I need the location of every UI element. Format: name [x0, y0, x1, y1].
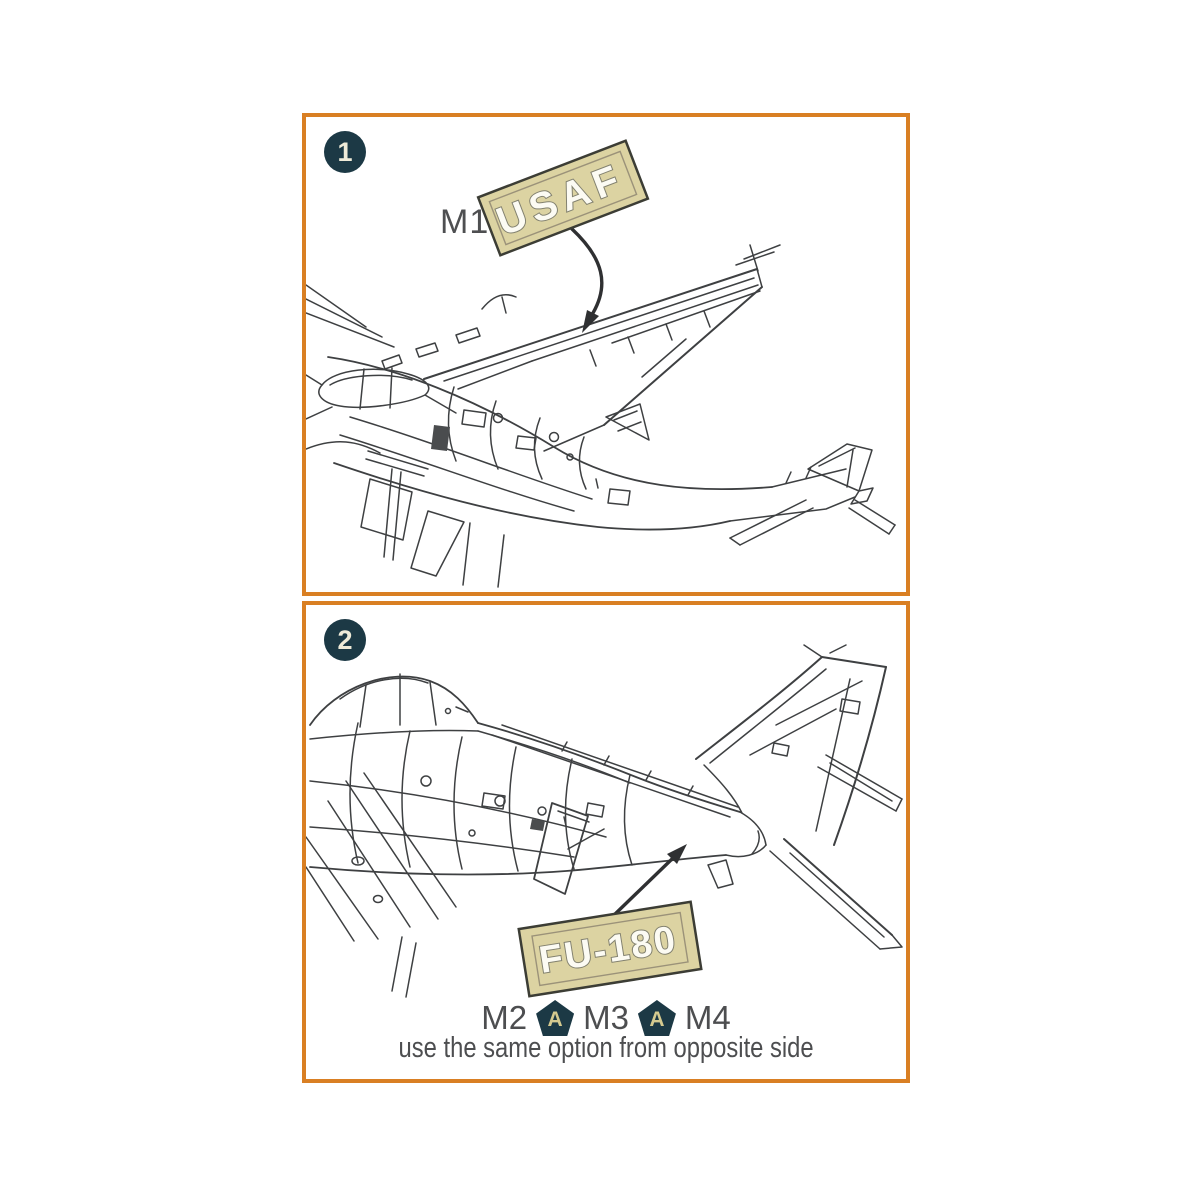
option-a-badge-1: A: [536, 1000, 575, 1036]
step-number-badge-2: 2: [324, 619, 366, 661]
usaf-decal: USAF: [476, 139, 650, 257]
step-number-badge-1: 1: [324, 131, 366, 173]
option-a-badge-1-letter: A: [547, 1008, 563, 1031]
decal-options-row: M2 A M3 A M4: [306, 999, 906, 1037]
part-label-m1: M1: [440, 203, 490, 241]
option-label-m2: M2: [481, 999, 528, 1036]
option-label-m4: M4: [684, 999, 731, 1036]
placement-arrow-1: [570, 227, 604, 333]
step1-illustration: USAF: [306, 139, 896, 588]
fu180-decal: FU-180: [517, 900, 703, 998]
placement-arrow-2: [610, 844, 687, 919]
note-text: use the same option from opposite side: [306, 1032, 906, 1065]
step2-illustration: FU-180: [306, 644, 903, 998]
option-a-badge-2: A: [637, 1000, 676, 1036]
aircraft-drawing-top-view: [306, 244, 896, 588]
step-panel-2: FU-180 2 M2 A M3 A M4 use the same optio…: [302, 601, 910, 1083]
aircraft-drawing-rear-view: [306, 644, 903, 998]
option-label-m3: M3: [583, 999, 629, 1036]
step-panel-1: USAF 1 M1: [302, 113, 910, 596]
note-text-inner: use the same option from opposite side: [398, 1032, 814, 1064]
option-a-badge-2-letter: A: [649, 1008, 665, 1031]
